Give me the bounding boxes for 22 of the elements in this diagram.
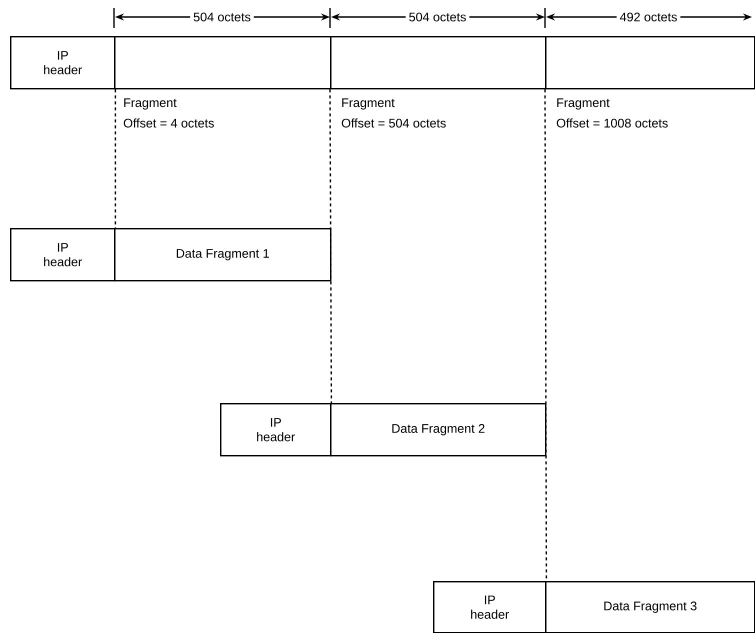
empty-cell	[114, 36, 332, 90]
offset-label: Offset = 1008 octets	[556, 118, 668, 128]
dotted-connector	[544, 89, 548, 581]
dotted-connector	[114, 89, 116, 228]
offset-label: Fragment	[124, 98, 177, 110]
dotted-connector	[329, 89, 332, 403]
empty-cell	[330, 36, 546, 90]
offset-label: Offset = 4 octets	[124, 118, 214, 128]
offset-label: Fragment	[342, 98, 395, 110]
dimension-label: 492 octets	[616, 10, 680, 24]
header-cell: IP header	[220, 403, 332, 456]
empty-cell	[545, 36, 755, 90]
offset-label: Fragment	[557, 98, 610, 110]
data-cell: Data Fragment 1	[114, 228, 332, 282]
dimension-label: 504 octets	[406, 10, 470, 24]
dimension-label: 504 octets	[190, 10, 254, 24]
header-cell: IP header	[10, 36, 116, 90]
header-cell: IP header	[433, 581, 546, 633]
data-cell: Data Fragment 3	[545, 581, 755, 633]
offset-label: Offset = 504 octets	[342, 118, 446, 128]
header-cell: IP header	[10, 228, 116, 282]
data-cell: Data Fragment 2	[330, 403, 546, 456]
